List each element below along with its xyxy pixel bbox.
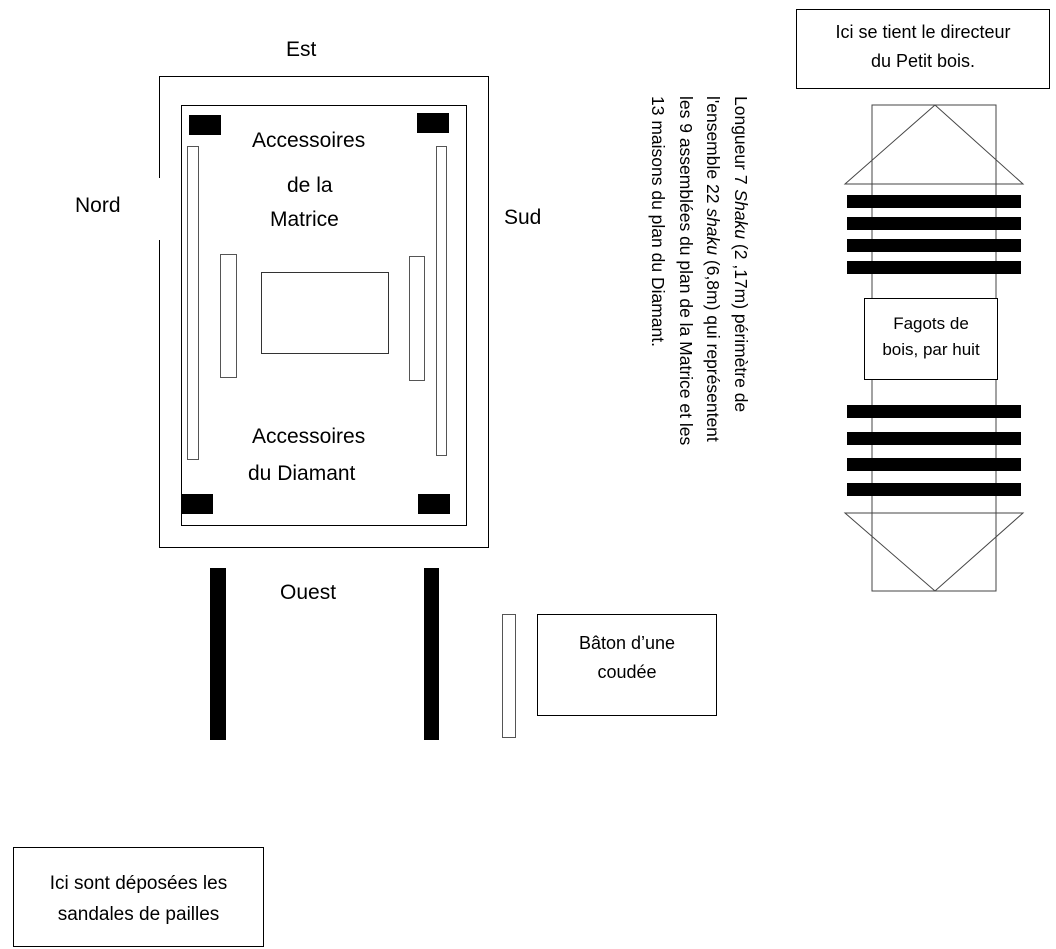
direction-north: Nord <box>75 194 121 217</box>
sandals-box-line1: Ici sont déposées les <box>49 873 228 894</box>
matrix-tools-line2: de la <box>287 174 333 197</box>
staff-box-line1: Bâton d’une <box>578 633 676 653</box>
west-post-right <box>424 568 439 740</box>
elbow-staff <box>502 614 516 738</box>
firewood-bar-2 <box>847 217 1021 230</box>
measurement-note-line1: Longueur 7 Shaku (2 ,17m) périmètre de <box>731 96 751 413</box>
firewood-bar-4 <box>847 261 1021 274</box>
diamond-tools-line1: Accessoires <box>252 425 366 448</box>
sandals-box: Ici sont déposées les sandales de paille… <box>13 847 264 947</box>
director-box: Ici se tient le directeur du Petit bois. <box>796 9 1050 89</box>
director-box-line1: Ici se tient le directeur <box>835 22 1011 42</box>
north-entrance-gap <box>157 178 163 240</box>
west-post-left <box>210 568 226 740</box>
corner-block-nw <box>181 494 213 514</box>
corner-block-ne <box>189 115 221 135</box>
matrix-tools-line3: Matrice <box>270 208 339 231</box>
measurement-note-line3: les 9 assemblées du plan de la Matrice e… <box>676 96 696 446</box>
short-bar-north <box>220 254 237 378</box>
firewood-bar-6 <box>847 432 1021 445</box>
bottom-triangle <box>843 512 1025 592</box>
matrix-tools-line1: Accessoires <box>252 129 366 152</box>
measurement-note-line4: 13 maisons du plan du Diamant. <box>648 96 669 347</box>
short-bar-south <box>409 256 425 381</box>
corner-block-se <box>417 113 449 133</box>
corner-block-sw <box>418 494 450 514</box>
director-box-line2: du Petit bois. <box>870 51 976 71</box>
direction-south: Sud <box>504 206 542 229</box>
direction-west: Ouest <box>280 581 337 604</box>
firewood-bar-3 <box>847 239 1021 252</box>
firewood-bar-8 <box>847 483 1021 496</box>
staff-box: Bâton d’une coudée <box>537 614 717 716</box>
long-bar-north <box>187 146 199 460</box>
firewood-bar-5 <box>847 405 1021 418</box>
direction-east: Est <box>286 38 317 61</box>
firewood-structure <box>843 104 1025 592</box>
firewood-bar-1 <box>847 195 1021 208</box>
staff-box-line2: coudée <box>597 662 657 682</box>
firewood-bar-7 <box>847 458 1021 471</box>
long-bar-south <box>436 146 447 456</box>
firewood-box-line1: Fagots de <box>893 314 969 333</box>
top-triangle <box>843 104 1025 185</box>
diamond-tools-line2: du Diamant <box>248 462 356 485</box>
measurement-note-line2: l'ensemble 22 shaku (6,8m) qui représent… <box>703 96 724 442</box>
measurement-note: Longueur 7 Shaku (2 ,17m) périmètre de l… <box>634 96 754 551</box>
firewood-box-line2: bois, par huit <box>882 340 980 359</box>
sandals-box-line2: sandales de pailles <box>57 904 220 925</box>
firewood-box: Fagots de bois, par huit <box>864 298 998 380</box>
central-hearth <box>261 272 389 354</box>
